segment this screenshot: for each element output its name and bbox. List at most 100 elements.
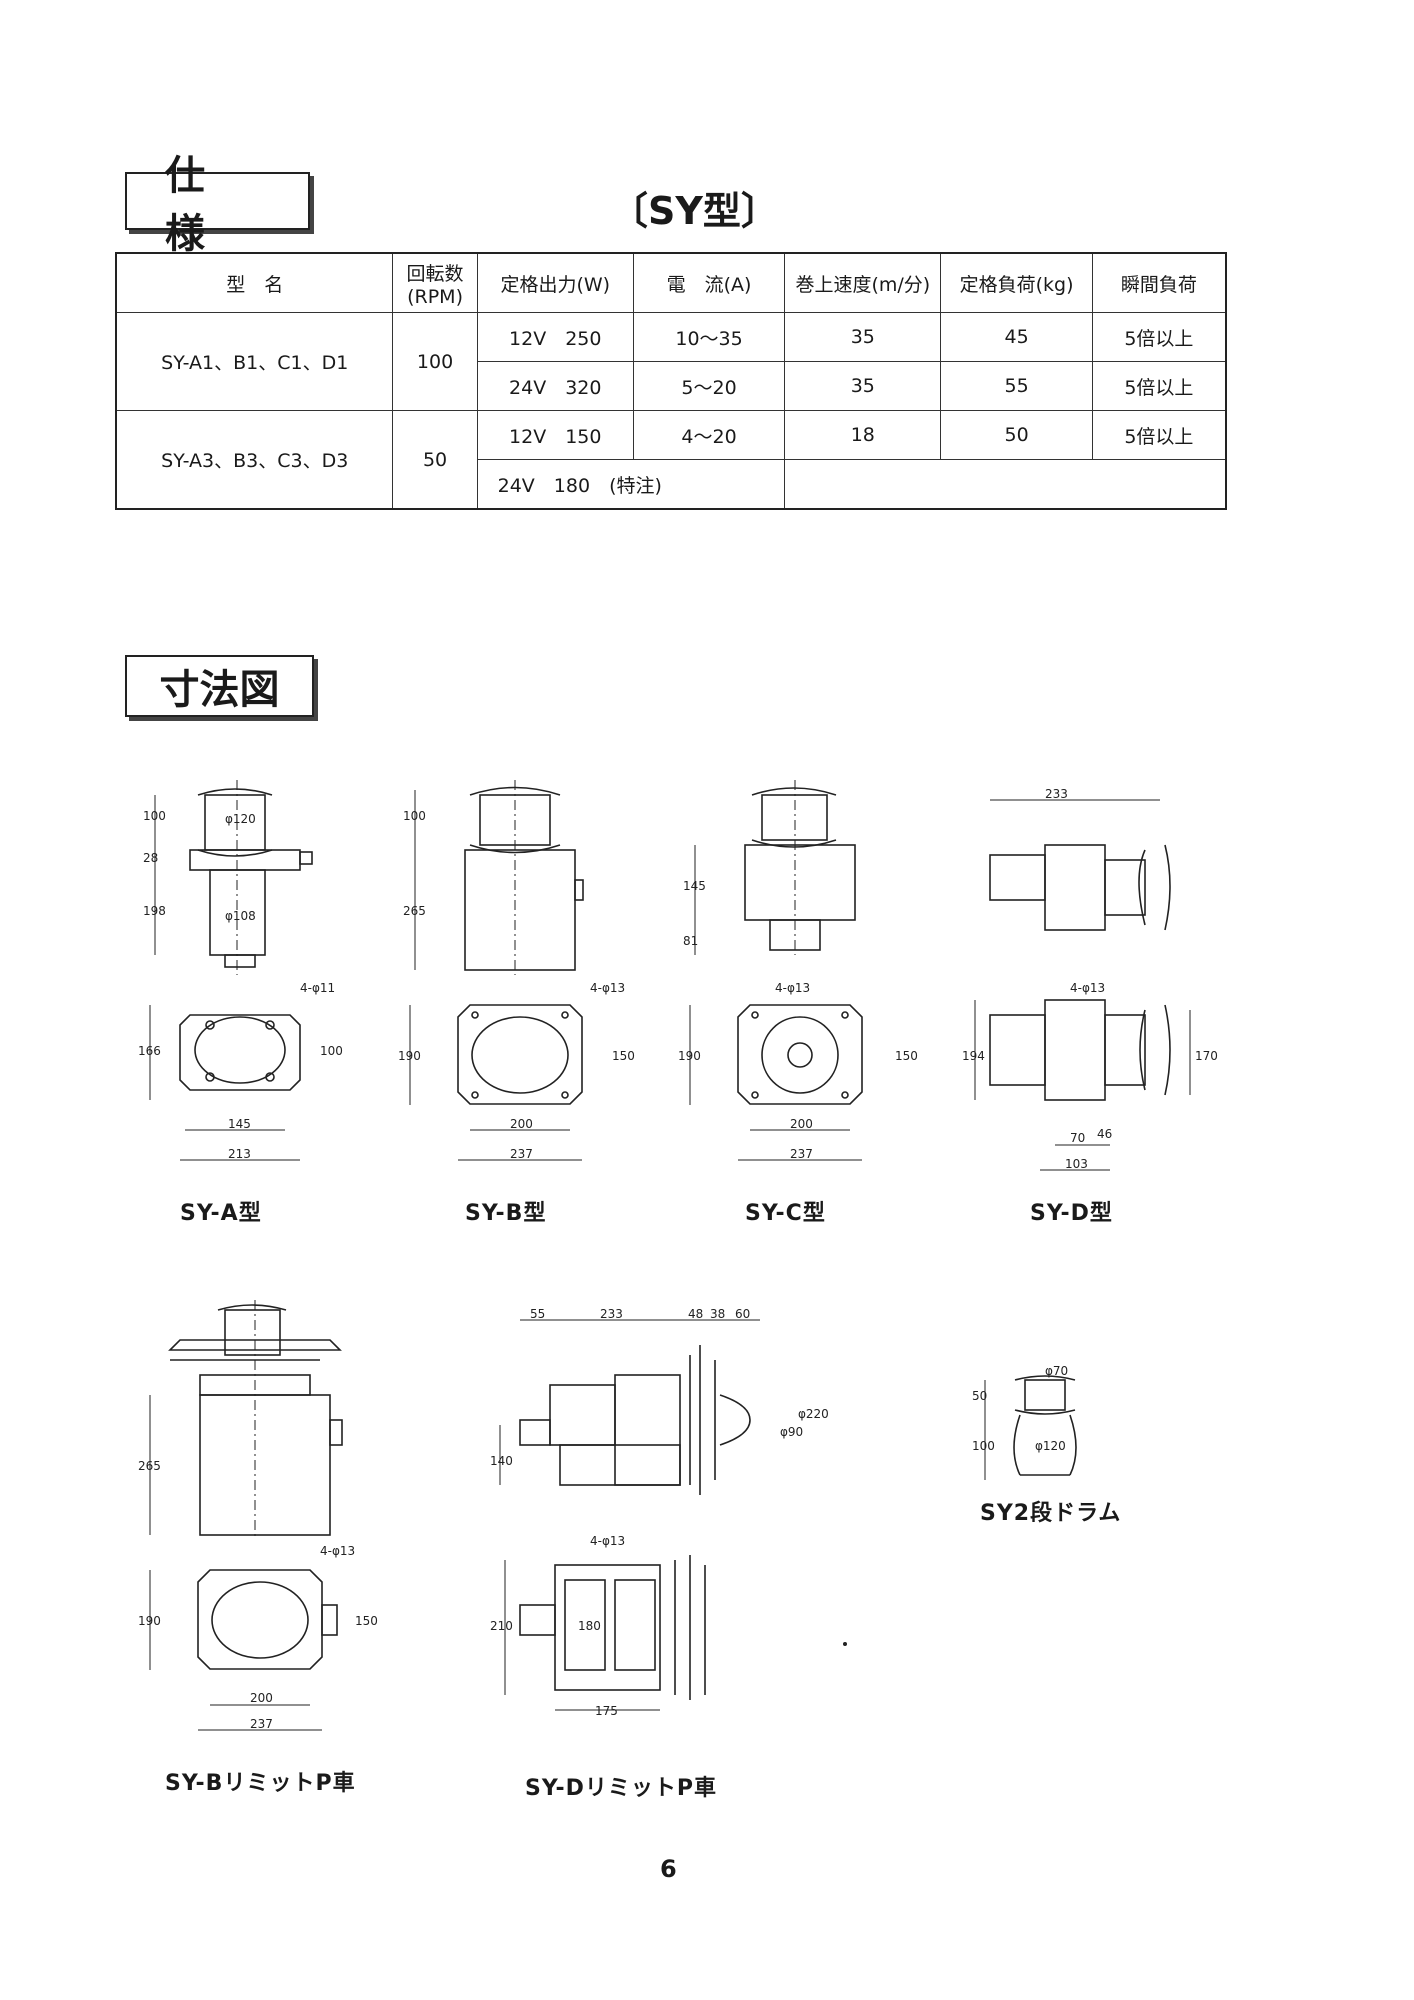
row2-rpm: 50 bbox=[392, 410, 478, 510]
sy-d-limit-side-view bbox=[499, 1319, 760, 1495]
row1a-speed: 35 bbox=[784, 312, 942, 362]
row1a-current: 10～35 bbox=[632, 312, 786, 362]
caption-sy-b: SY-B型 bbox=[465, 1201, 547, 1226]
dim-bl-1: 4-φ13 bbox=[320, 1544, 355, 1558]
dim-dl-4: 60 bbox=[735, 1307, 750, 1321]
dim-drum-3: φ120 bbox=[1035, 1439, 1066, 1453]
caption-sy-c: SY-C型 bbox=[745, 1201, 826, 1226]
dim-bl-3: 150 bbox=[355, 1614, 378, 1628]
dim-dl-3: 38 bbox=[710, 1307, 725, 1321]
row2a-current: 4～20 bbox=[632, 410, 786, 460]
header-speed: 巻上速度(m/分) bbox=[784, 252, 942, 313]
dim-dl-8: 4-φ13 bbox=[590, 1534, 625, 1548]
dim-bl-5: 237 bbox=[250, 1717, 273, 1731]
caption-sy-d-limit: SY-DリミットP車 bbox=[525, 1776, 718, 1801]
sy-b-limit-bottom-view bbox=[149, 1569, 338, 1731]
row2a-output: 12V 150 bbox=[476, 410, 634, 460]
sy-b-limit-side-view bbox=[149, 1300, 343, 1540]
header-rpm: 回転数(RPM) bbox=[392, 252, 478, 313]
row1b-speed: 35 bbox=[784, 361, 942, 411]
dim-dl-0: 55 bbox=[530, 1307, 545, 1321]
dim-d-1: 4-φ13 bbox=[1070, 981, 1105, 995]
dim-b-6: 237 bbox=[510, 1147, 533, 1161]
dim-b-1: 265 bbox=[403, 904, 426, 918]
row2a-instant: 5倍以上 bbox=[1091, 410, 1227, 460]
header-current: 電 流(A) bbox=[632, 252, 786, 313]
dim-dl-9: 210 bbox=[490, 1619, 513, 1633]
dim-b-4: 150 bbox=[612, 1049, 635, 1063]
caption-sy-d: SY-D型 bbox=[1030, 1201, 1113, 1226]
spec-table: 型 名 回転数(RPM) 定格出力(W) 電 流(A) 巻上速度(m/分) 定格… bbox=[115, 252, 1227, 510]
page-number: 6 bbox=[660, 1855, 677, 1883]
dim-d-5: 46 bbox=[1097, 1127, 1112, 1141]
dim-a-9: 213 bbox=[228, 1147, 251, 1161]
sy-b-bottom-view bbox=[409, 1004, 583, 1161]
dim-d-3: 170 bbox=[1195, 1049, 1218, 1063]
table-row: SY-A3、B3、C3、D3 50 12V 150 4～20 18 50 5倍以… bbox=[115, 410, 1227, 510]
sy-b-side-view bbox=[414, 780, 584, 975]
sy-c-bottom-view bbox=[689, 1004, 863, 1161]
dim-b-3: 190 bbox=[398, 1049, 421, 1063]
row2-model: SY-A3、B3、C3、D3 bbox=[115, 410, 394, 510]
sy-a-side-view bbox=[154, 780, 313, 975]
sy-a-bottom-view bbox=[149, 1005, 301, 1161]
dim-a-8: 145 bbox=[228, 1117, 251, 1131]
dim-drum-0: φ70 bbox=[1045, 1364, 1068, 1378]
row1a-instant: 5倍以上 bbox=[1091, 312, 1227, 362]
dim-c-0: 145 bbox=[683, 879, 706, 893]
dim-dl-1: 233 bbox=[600, 1307, 623, 1321]
row1b-current: 5～20 bbox=[632, 361, 786, 411]
dim-dl-5: φ220 bbox=[798, 1407, 829, 1421]
dim-a-1: 100 bbox=[143, 809, 166, 823]
dim-dl-11: 175 bbox=[595, 1704, 618, 1718]
dim-dl-10: 180 bbox=[578, 1619, 601, 1633]
sy-c-side-view bbox=[694, 780, 856, 955]
table-row: SY-A1、B1、C1、D1 100 12V 250 10～35 35 45 5… bbox=[115, 312, 1227, 411]
row2a-load: 50 bbox=[940, 410, 1093, 460]
table-row: 24V 180 (特注) bbox=[116, 459, 1226, 510]
header-load: 定格負荷(kg) bbox=[940, 252, 1093, 313]
dim-a-2: 28 bbox=[143, 851, 158, 865]
dim-dl-7: 140 bbox=[490, 1454, 513, 1468]
dim-a-0: φ120 bbox=[225, 812, 256, 826]
caption-sy-b-limit: SY-BリミットP車 bbox=[165, 1771, 356, 1796]
drum-view bbox=[984, 1375, 1077, 1480]
dim-c-5: 200 bbox=[790, 1117, 813, 1131]
dim-b-0: 100 bbox=[403, 809, 426, 823]
dim-bl-0: 265 bbox=[138, 1459, 161, 1473]
header-model: 型 名 bbox=[115, 252, 394, 313]
row1b-output: 24V 320 bbox=[476, 361, 634, 411]
row1a-load: 45 bbox=[940, 312, 1093, 362]
dim-a-7: 100 bbox=[320, 1044, 343, 1058]
dim-c-6: 237 bbox=[790, 1147, 813, 1161]
dim-c-2: 4-φ13 bbox=[775, 981, 810, 995]
header-instant: 瞬間負荷 bbox=[1091, 252, 1227, 313]
dim-dl-6: φ90 bbox=[780, 1425, 803, 1439]
dim-a-4: φ108 bbox=[225, 909, 256, 923]
dim-bl-4: 200 bbox=[250, 1691, 273, 1705]
dim-a-6: 166 bbox=[138, 1044, 161, 1058]
sy-d-side-view bbox=[989, 799, 1171, 931]
row1b-instant: 5倍以上 bbox=[1091, 361, 1227, 411]
row2a-speed: 18 bbox=[784, 410, 942, 460]
dim-a-5: 4-φ11 bbox=[300, 981, 335, 995]
header-output: 定格出力(W) bbox=[476, 252, 634, 313]
caption-sy-a: SY-A型 bbox=[180, 1201, 262, 1226]
sy-d-limit-bottom-view bbox=[504, 1555, 706, 1711]
sy-d-bottom-view bbox=[974, 999, 1191, 1171]
row1-model: SY-A1、B1、C1、D1 bbox=[115, 312, 394, 411]
dim-b-2: 4-φ13 bbox=[590, 981, 625, 995]
dim-c-1: 81 bbox=[683, 934, 698, 948]
dim-dl-2: 48 bbox=[688, 1307, 703, 1321]
dim-bl-2: 190 bbox=[138, 1614, 161, 1628]
row2b-output: 24V 180 (特注) bbox=[476, 459, 786, 510]
dim-drum-1: 50 bbox=[972, 1389, 987, 1403]
dim-d-0: 233 bbox=[1045, 787, 1068, 801]
model-title: 〔SY型〕 bbox=[610, 189, 779, 233]
dim-b-5: 200 bbox=[510, 1117, 533, 1131]
dim-c-4: 150 bbox=[895, 1049, 918, 1063]
dim-d-6: 103 bbox=[1065, 1157, 1088, 1171]
dim-drum-2: 100 bbox=[972, 1439, 995, 1453]
dim-d-4: 70 bbox=[1070, 1131, 1085, 1145]
